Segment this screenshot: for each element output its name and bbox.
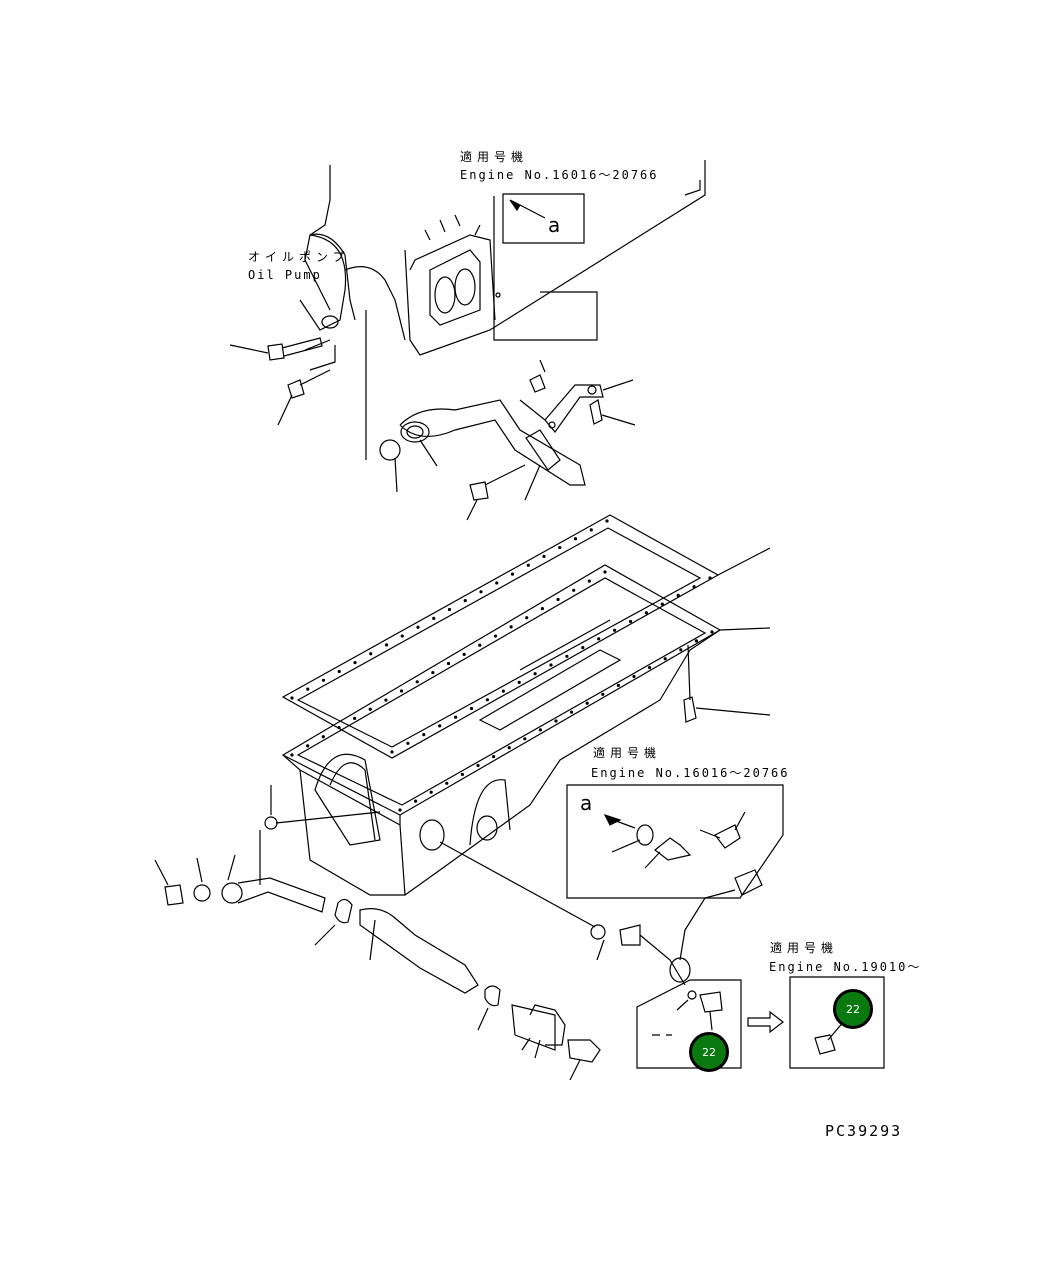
bolt-holes [290,519,714,812]
ref-a-top: a [548,213,561,237]
applicable-label-right-en: Engine No.19010～ [769,960,922,974]
pan-bolt [684,645,770,722]
oil-pan-gasket [283,515,770,758]
oil-level-sensor [620,870,762,985]
applicable-label-top-jp: 適用号機 [460,150,529,164]
ref-box-top [503,194,584,243]
applicable-label-mid-jp: 適用号機 [593,746,662,760]
oil-pump-label-en: Oil Pump [248,268,322,282]
applicable-label-top-en: Engine No.16016～20766 [460,168,659,182]
drawing-code: PC39293 [825,1122,903,1140]
ref-box-mid [567,785,783,898]
arrow-right [748,1012,783,1032]
bolt-upper-1 [230,338,322,360]
oil-pan [283,565,770,895]
oil-pump-label-jp: オイルポンプ [248,250,350,264]
oil-pump [300,235,346,330]
adapter [512,1005,600,1080]
applicable-label-mid-en: Engine No.16016～20766 [591,766,790,780]
bolt-upper-2 [278,370,330,425]
hose [315,899,500,1030]
sensor-box-left [637,980,741,1068]
applicable-label-right-jp: 適用号機 [770,941,839,955]
sensor-box-right [790,977,884,1068]
engine-block [305,160,705,355]
o-ring-upper [380,440,400,460]
ref-a-mid: a [580,791,593,815]
bracket [520,360,635,432]
bolt-pipe [467,465,525,520]
torque-badge-left: 22 [689,1032,729,1072]
drain-tube [155,785,380,912]
torque-badge-right: 22 [833,989,873,1029]
suction-pipe [400,400,585,485]
